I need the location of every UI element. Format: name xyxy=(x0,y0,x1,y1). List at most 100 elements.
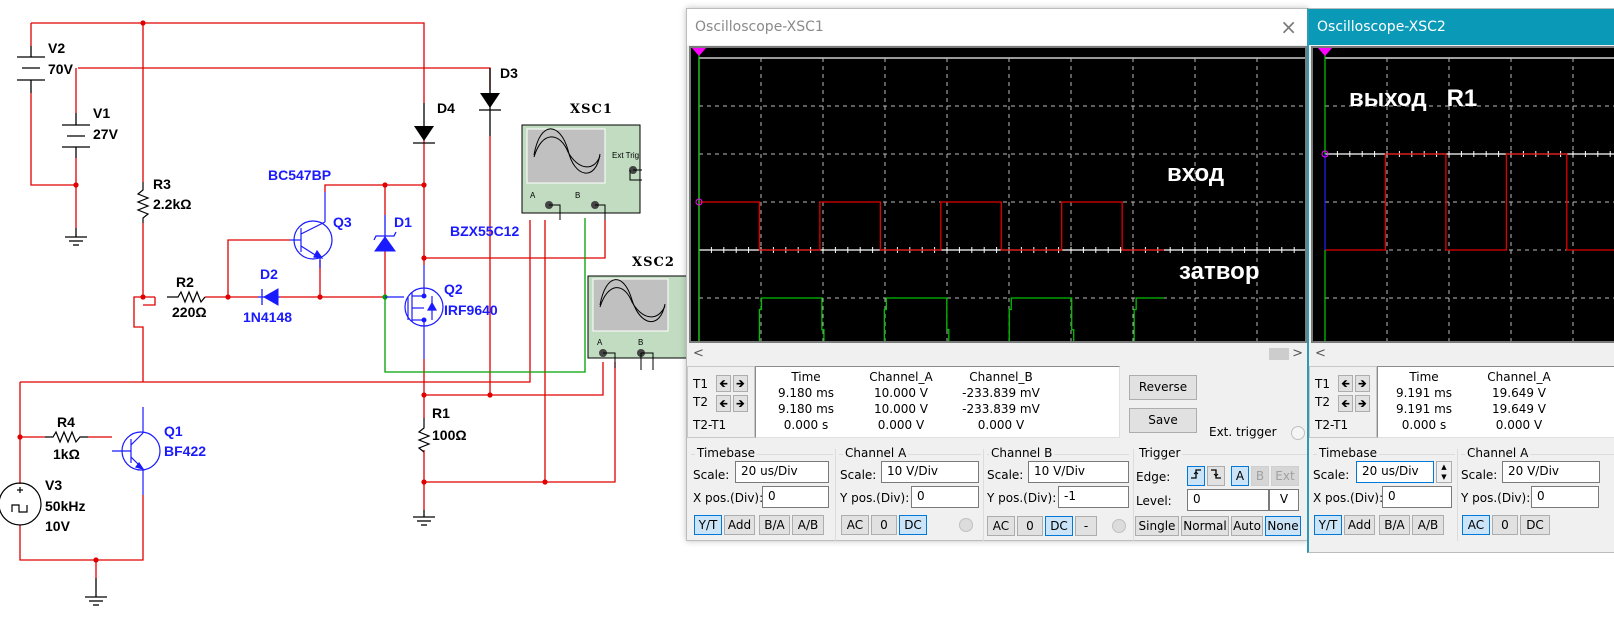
xsc2-label: XSC2 xyxy=(632,255,675,270)
scroll-left-icon[interactable]: < xyxy=(1315,346,1326,361)
d1-label: D1 xyxy=(394,214,412,230)
channel-b-zero-button[interactable]: 0 xyxy=(1017,516,1043,536)
channel-b-ypos-input[interactable]: -1 xyxy=(1058,486,1129,508)
scope-display[interactable]: вход затвор xyxy=(689,46,1307,343)
mode-yt-button[interactable]: Y/T xyxy=(1314,515,1342,535)
annotation-input: вход xyxy=(1167,160,1225,187)
horizontal-scrollbar[interactable]: < > xyxy=(687,345,1307,363)
channel-a-ypos-label: Y pos.(Div): xyxy=(840,491,910,505)
mode-add-button[interactable]: Add xyxy=(724,515,755,535)
measurement-readout: Time 9.191 ms 9.191 ms 0.000 s Channel_A… xyxy=(1377,366,1614,438)
channel-a-dc-button[interactable]: DC xyxy=(899,515,927,535)
channel-b-dc-button[interactable]: DC xyxy=(1045,516,1073,536)
xpos-input[interactable]: 0 xyxy=(762,486,829,508)
trigger-normal-button[interactable]: Normal xyxy=(1181,516,1229,536)
trigger-none-button[interactable]: None xyxy=(1265,516,1301,536)
channel-a-ac-button[interactable]: AC xyxy=(1462,515,1490,535)
channel-a-dc-button[interactable]: DC xyxy=(1520,515,1550,535)
trigger-source-ext-button[interactable]: Ext xyxy=(1271,466,1299,486)
timebase-scale-input[interactable]: 20 us/Div xyxy=(1356,461,1434,483)
window-title: Oscilloscope-XSC1 xyxy=(695,19,824,35)
cursor-point-a xyxy=(1321,150,1329,158)
t2-right-arrow-icon[interactable]: 🡺 xyxy=(1355,395,1370,412)
channel-a-radio[interactable] xyxy=(959,518,973,532)
channel-b-scale-input[interactable]: 10 V/Div xyxy=(1028,461,1129,483)
r3-label: R3 xyxy=(153,176,171,192)
channel-a-scale-input[interactable]: 20 V/Div xyxy=(1502,461,1600,483)
rising-edge-icon[interactable] xyxy=(1187,466,1205,486)
channel-b-radio[interactable] xyxy=(1112,519,1126,533)
scroll-left-icon[interactable]: < xyxy=(693,346,704,361)
scroll-right-icon[interactable]: > xyxy=(1292,346,1303,361)
header-time: Time xyxy=(1409,370,1439,384)
mode-yt-button[interactable]: Y/T xyxy=(694,515,722,535)
trigger-level-input[interactable]: 0 xyxy=(1187,489,1269,511)
r1-label: R1 xyxy=(432,405,450,421)
oscilloscope-xsc2-window[interactable]: Oscilloscope-XSC2 выход R1 < T1 🡸 🡺 T2 🡸… xyxy=(1307,8,1614,553)
falling-edge-icon[interactable] xyxy=(1207,466,1225,486)
t1-left-arrow-icon[interactable]: 🡸 xyxy=(1338,375,1353,392)
trigger-single-button[interactable]: Single xyxy=(1135,516,1179,536)
trigger-auto-button[interactable]: Auto xyxy=(1231,516,1263,536)
channel-b-minus-button[interactable]: - xyxy=(1075,516,1097,536)
q3-label: Q3 xyxy=(333,214,352,230)
timebase-spinner[interactable]: ▲▼ xyxy=(1436,461,1452,483)
title-bar[interactable]: Oscilloscope-XSC1 × xyxy=(687,9,1307,45)
diff-channel-a: 0.000 V xyxy=(877,418,925,432)
channel-a-ac-button[interactable]: AC xyxy=(841,515,869,535)
t1-right-arrow-icon[interactable]: 🡺 xyxy=(733,375,748,392)
t1-right-arrow-icon[interactable]: 🡺 xyxy=(1355,375,1370,392)
oscilloscope-xsc2-icon[interactable] xyxy=(587,275,689,370)
channel-a-ypos-input[interactable]: 0 xyxy=(1531,486,1599,508)
scroll-thumb[interactable] xyxy=(1269,348,1289,360)
v2-label: V2 xyxy=(48,40,65,56)
timebase-title: Timebase xyxy=(695,446,757,460)
t2-t1-label: T2-T1 xyxy=(1315,418,1349,432)
close-icon[interactable]: × xyxy=(1280,15,1297,39)
mode-ba-button[interactable]: B/A xyxy=(759,515,790,535)
mode-ab-button[interactable]: A/B xyxy=(1412,515,1444,535)
trigger-source-a-button[interactable]: A xyxy=(1231,466,1249,486)
channel-a-zero-button[interactable]: 0 xyxy=(1492,515,1518,535)
level-label: Level: xyxy=(1136,494,1172,508)
channel-a-zero-button[interactable]: 0 xyxy=(871,515,897,535)
channel-b-ac-button[interactable]: AC xyxy=(987,516,1015,536)
title-bar[interactable]: Oscilloscope-XSC2 xyxy=(1309,9,1614,45)
r2-label: R2 xyxy=(176,274,194,290)
t2-left-arrow-icon[interactable]: 🡸 xyxy=(716,395,731,412)
channel-b-title: Channel B xyxy=(989,446,1055,460)
battery-v2-icon xyxy=(17,46,45,93)
channel-a-ypos-label: Y pos.(Div): xyxy=(1461,491,1531,505)
oscilloscope-xsc1-window[interactable]: Oscilloscope-XSC1 × вход затвор < > T1 🡸… xyxy=(686,8,1308,541)
horizontal-scrollbar[interactable]: < xyxy=(1309,345,1614,363)
battery-v1-icon xyxy=(62,113,90,158)
oscilloscope-xsc1-icon[interactable] xyxy=(521,124,642,220)
reverse-button[interactable]: Reverse xyxy=(1129,375,1197,400)
channel-a-scale-input[interactable]: 10 V/Div xyxy=(881,461,979,483)
t1-left-arrow-icon[interactable]: 🡸 xyxy=(716,375,731,392)
mode-ba-button[interactable]: B/A xyxy=(1379,515,1410,535)
ext-trigger-radio[interactable] xyxy=(1291,426,1305,440)
timebase-scale-label: Scale: xyxy=(693,468,730,482)
t2-left-arrow-icon[interactable]: 🡸 xyxy=(1338,395,1353,412)
t2-right-arrow-icon[interactable]: 🡺 xyxy=(733,395,748,412)
xpos-label: X pos.(Div): xyxy=(693,491,764,505)
mode-ab-button[interactable]: A/B xyxy=(792,515,824,535)
t2-label: T2 xyxy=(693,395,708,409)
xsc1-port-b: B xyxy=(575,191,580,200)
trigger-level-unit[interactable]: V xyxy=(1269,489,1299,511)
q3-model: BC547BP xyxy=(268,167,331,183)
wire xyxy=(31,22,425,103)
mode-add-button[interactable]: Add xyxy=(1344,515,1375,535)
save-button[interactable]: Save xyxy=(1129,408,1197,433)
timebase-scale-input[interactable]: 20 us/Div xyxy=(735,461,829,483)
header-time: Time xyxy=(791,370,821,384)
circuit-schematic[interactable]: V2 70V V1 27V R3 2.2kΩ R2 220Ω R4 1kΩ R1… xyxy=(0,0,690,631)
ext-trigger-label: Ext. trigger xyxy=(1209,425,1277,439)
xpos-input[interactable]: 0 xyxy=(1382,486,1452,508)
channel-a-ypos-input[interactable]: 0 xyxy=(911,486,979,508)
q1-model: BF422 xyxy=(164,443,206,459)
t2-time: 9.180 ms xyxy=(777,402,835,416)
scope-display[interactable]: выход R1 xyxy=(1311,46,1614,343)
trigger-source-b-button[interactable]: B xyxy=(1251,466,1269,486)
